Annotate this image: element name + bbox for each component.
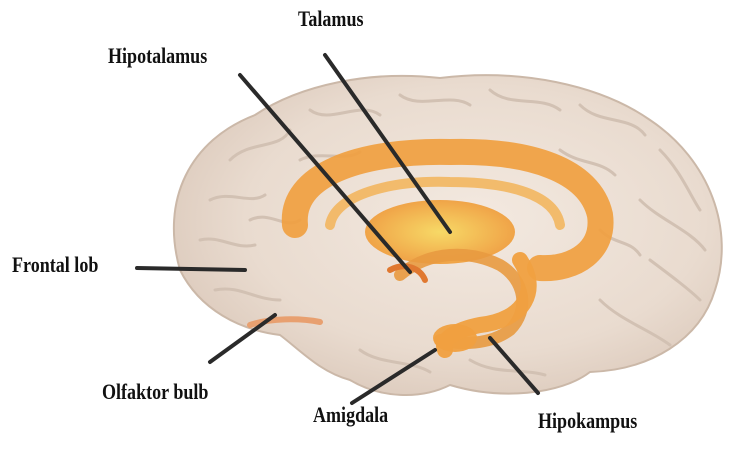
label-olfaktor-bulb: Olfaktor bulb: [102, 381, 208, 403]
label-talamus: Talamus: [298, 8, 364, 30]
label-amigdala: Amigdala: [313, 404, 388, 426]
label-hipotalamus: Hipotalamus: [108, 45, 207, 67]
amygdala-structure: [433, 324, 477, 352]
label-frontal-lob: Frontal lob: [12, 254, 98, 276]
label-hipokampus: Hipokampus: [538, 410, 637, 432]
